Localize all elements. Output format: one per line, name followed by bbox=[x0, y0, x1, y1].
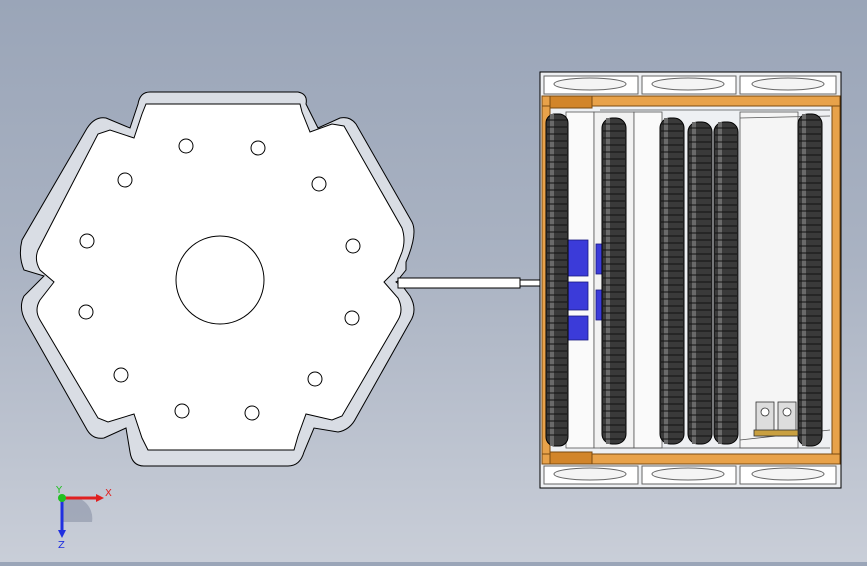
roller-assembly[interactable] bbox=[539, 71, 842, 489]
bolt-hole[interactable] bbox=[178, 138, 194, 154]
bolt-hole[interactable] bbox=[344, 310, 360, 326]
roller[interactable] bbox=[659, 117, 685, 445]
hex-plate[interactable] bbox=[19, 91, 415, 467]
bottom-caps bbox=[543, 465, 837, 485]
bolt-hole[interactable] bbox=[117, 172, 133, 188]
bolt-hole[interactable] bbox=[79, 233, 95, 249]
roller[interactable] bbox=[545, 113, 569, 447]
connecting-rod[interactable] bbox=[397, 277, 541, 289]
x-axis-label: X bbox=[105, 488, 112, 499]
roller[interactable] bbox=[713, 121, 739, 445]
roller-ribs bbox=[547, 119, 821, 440]
top-caps bbox=[543, 75, 837, 95]
z-axis-label: Z bbox=[58, 540, 65, 551]
roller[interactable] bbox=[687, 121, 713, 445]
rod-body bbox=[397, 277, 521, 289]
coordinate-triad: X Y Z bbox=[55, 485, 112, 551]
bolt-hole[interactable] bbox=[113, 367, 129, 383]
roller[interactable] bbox=[797, 113, 823, 447]
sensor-modules[interactable] bbox=[753, 401, 799, 437]
center-bore[interactable] bbox=[175, 235, 265, 325]
roller[interactable] bbox=[601, 117, 627, 445]
bolt-hole[interactable] bbox=[345, 238, 361, 254]
bolt-hole[interactable] bbox=[307, 371, 323, 387]
bolt-hole[interactable] bbox=[78, 304, 94, 320]
bolt-hole[interactable] bbox=[244, 405, 260, 421]
rod-tip bbox=[519, 279, 541, 287]
bolt-hole[interactable] bbox=[311, 176, 327, 192]
bolt-holes bbox=[78, 138, 361, 421]
bolt-hole[interactable] bbox=[250, 140, 266, 156]
bolt-hole[interactable] bbox=[174, 403, 190, 419]
highlighted-parts[interactable] bbox=[567, 239, 605, 341]
rollers bbox=[545, 113, 823, 447]
y-axis-label: Y bbox=[55, 485, 63, 496]
